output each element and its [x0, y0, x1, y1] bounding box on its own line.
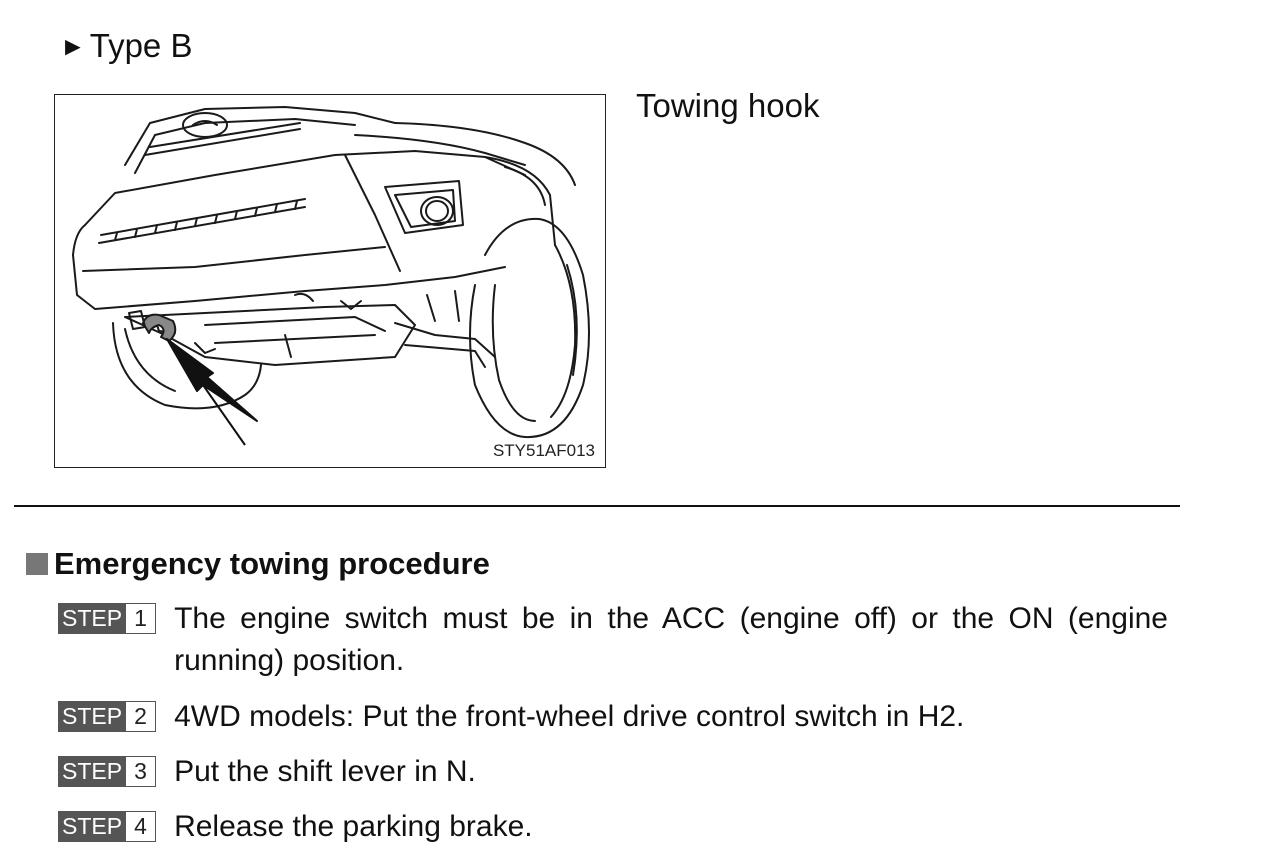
section-title: Emergency towing procedure	[26, 544, 490, 584]
step-badge: STEP 2	[58, 701, 157, 732]
type-heading-text: Type B	[89, 27, 193, 64]
square-bullet-icon	[26, 553, 48, 575]
step-item: STEP 2 4WD models: Put the front-wheel d…	[58, 696, 1168, 738]
step-item: STEP 3 Put the shift lever in N.	[58, 751, 1168, 793]
step-number: 2	[126, 701, 157, 732]
section-title-text: Emergency towing procedure	[54, 546, 490, 581]
step-text: Put the shift lever in N.	[174, 755, 476, 788]
truck-underside-drawing	[72, 106, 590, 446]
type-heading: ► Type B	[60, 26, 192, 66]
towing-hook-callout: Towing hook	[636, 87, 820, 124]
step-item: STEP 4 Release the parking brake.	[58, 806, 1168, 848]
step-text: Release the parking brake.	[174, 810, 533, 843]
step-number: 4	[126, 811, 157, 842]
step-number: 3	[126, 756, 157, 787]
step-number: 1	[126, 603, 157, 634]
step-text: The engine switch must be in the ACC (en…	[174, 602, 1168, 677]
step-word: STEP	[58, 603, 127, 634]
step-word: STEP	[58, 756, 127, 787]
step-badge: STEP 4	[58, 811, 157, 842]
figure-code: STY51AF013	[492, 441, 595, 460]
step-badge: STEP 3	[58, 756, 157, 787]
towing-hook-illustration: STY51AF013	[54, 94, 606, 468]
step-item: STEP 1 The engine switch must be in the …	[58, 598, 1168, 682]
step-word: STEP	[58, 811, 127, 842]
step-text: 4WD models: Put the front-wheel drive co…	[174, 700, 965, 733]
step-badge: STEP 1	[58, 603, 157, 634]
step-word: STEP	[58, 701, 127, 732]
triangle-marker-icon: ►	[60, 31, 86, 61]
pointer-arrow-icon	[166, 338, 258, 446]
section-divider	[14, 505, 1180, 507]
